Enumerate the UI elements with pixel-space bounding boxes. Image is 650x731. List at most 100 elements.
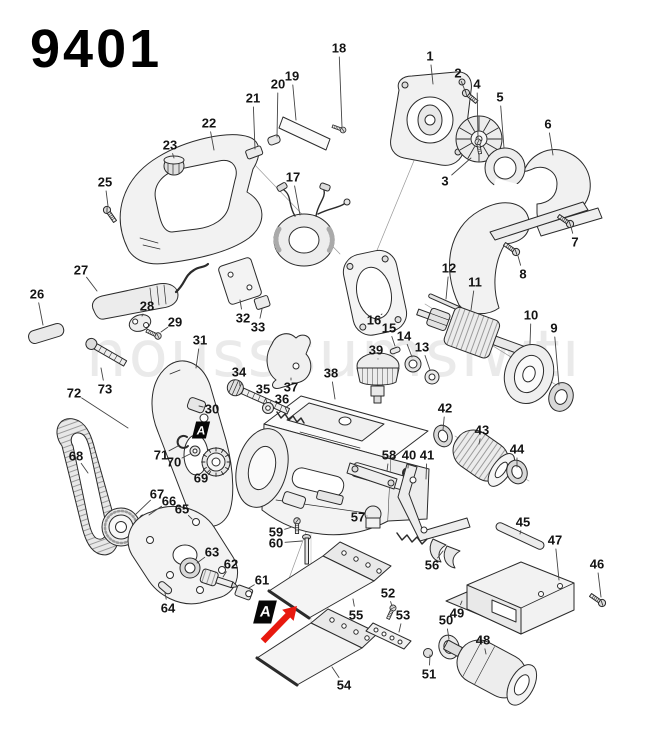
screw-25 [101, 204, 119, 225]
part-label-49: 49 [449, 605, 465, 621]
part-label-29: 29 [167, 314, 183, 330]
part-label-39: 39 [368, 342, 384, 358]
part-label-14: 14 [396, 328, 412, 344]
part-label-63: 63 [204, 544, 220, 560]
model-number-title: 9401 [30, 19, 163, 79]
part-label-6: 6 [544, 116, 552, 132]
part-label-57: 57 [350, 509, 366, 525]
part-shape-44-bearing [506, 459, 528, 485]
part-shape-58-rail [346, 462, 398, 490]
part-label-44: 44 [509, 441, 525, 457]
part-label-23: 23 [162, 137, 178, 153]
part-shape-22-housing [119, 134, 263, 265]
part-shape-73-bolt [85, 337, 128, 367]
part-shape-17-field [273, 182, 351, 267]
part-label-46: 46 [589, 556, 605, 572]
part-label-28: 28 [139, 298, 155, 314]
part-label-58: 58 [381, 447, 397, 463]
part-label-18: 18 [331, 40, 347, 56]
part-shape-54-plate [255, 608, 379, 687]
part-label-50: 50 [438, 612, 454, 628]
part-shape-60-pin [302, 534, 311, 565]
part-label-61: 61 [254, 572, 270, 588]
part-label-69: 69 [193, 470, 209, 486]
part-label-7: 7 [571, 234, 579, 250]
part-label-17: 17 [285, 169, 301, 185]
part-label-65: 65 [174, 501, 190, 517]
part-label-33: 33 [250, 319, 266, 335]
part-shape-30 [186, 397, 207, 414]
part-label-37: 37 [283, 379, 299, 395]
part-shape-38-frame [235, 395, 430, 536]
part-shape-34-screw [226, 379, 291, 415]
part-label-70: 70 [166, 454, 182, 470]
part-label-73: 73 [97, 381, 113, 397]
part-label-47: 47 [547, 532, 563, 548]
part-shape-69-gear [201, 447, 231, 477]
part-shape-37-bracket [266, 333, 312, 389]
part-label-52: 52 [380, 585, 396, 601]
part-label-1: 1 [426, 48, 434, 64]
part-shape-27-cord-guard [91, 262, 210, 320]
part-label-32: 32 [235, 310, 251, 326]
part-label-13: 13 [414, 339, 430, 355]
part-label-71: 71 [153, 447, 169, 463]
part-label-48: 48 [475, 632, 491, 648]
part-shape-70-71 [176, 434, 201, 457]
part-shape-10-pulley [503, 344, 555, 404]
leader-lines [38, 56, 602, 678]
part-shape-9-bearing [548, 382, 574, 412]
part-label-41: 41 [419, 447, 435, 463]
part-label-62: 62 [223, 556, 239, 572]
part-label-16: 16 [366, 312, 382, 328]
part-label-38: 38 [323, 365, 339, 381]
screw-29 [144, 327, 163, 341]
part-shape-62-64 [157, 557, 254, 601]
part-shape-45-rod [495, 522, 545, 550]
part-label-51: 51 [421, 666, 437, 682]
red-arrow [260, 606, 297, 644]
part-label-27: 27 [73, 262, 89, 278]
part-label-36: 36 [274, 391, 290, 407]
part-label-55: 55 [348, 607, 364, 623]
part-label-72: 72 [66, 385, 82, 401]
bearing-plate-shape [342, 249, 408, 336]
part-label-68: 68 [68, 448, 84, 464]
part-label-2: 2 [454, 65, 462, 81]
part-shape-23-knob [163, 155, 185, 176]
part-label-20: 20 [270, 76, 286, 92]
part-label-35: 35 [255, 381, 271, 397]
part-shape-5-baffle [484, 147, 526, 196]
part-label-4: 4 [473, 76, 481, 92]
part-label-59: 59 [268, 524, 284, 540]
part-label-22: 22 [201, 115, 217, 131]
part-shape-53-strip [365, 622, 412, 650]
part-label-3: 3 [441, 173, 449, 189]
part-label-67: 67 [149, 486, 165, 502]
part-label-11: 11 [468, 274, 482, 290]
part-label-9: 9 [550, 320, 558, 336]
part-label-21: 21 [245, 90, 261, 106]
part-shape-48-roller [443, 639, 538, 706]
part-shape-56-fork [429, 538, 461, 569]
part-label-12: 12 [441, 260, 457, 276]
part-label-31: 31 [192, 332, 208, 348]
part-label-5: 5 [496, 89, 504, 105]
part-label-25: 25 [97, 174, 113, 190]
screw-46 [587, 591, 608, 609]
part-label-19: 19 [284, 68, 300, 84]
part-label-30: 30 [204, 401, 220, 417]
part-label-40: 40 [401, 447, 417, 463]
part-shape-11-armature [416, 306, 542, 360]
part-label-42: 42 [437, 400, 453, 416]
part-shape-42-bearing [433, 424, 453, 448]
rear-handle-shape [448, 201, 589, 315]
part-label-34: 34 [231, 364, 247, 380]
part-label-60: 60 [268, 535, 284, 551]
part-shape-57-cap [364, 505, 382, 529]
part-label-54: 54 [336, 677, 352, 693]
part-shape-35-36 [262, 402, 305, 424]
part-shape-47-bracket [466, 561, 575, 635]
part-shape-41-lever [396, 463, 471, 545]
